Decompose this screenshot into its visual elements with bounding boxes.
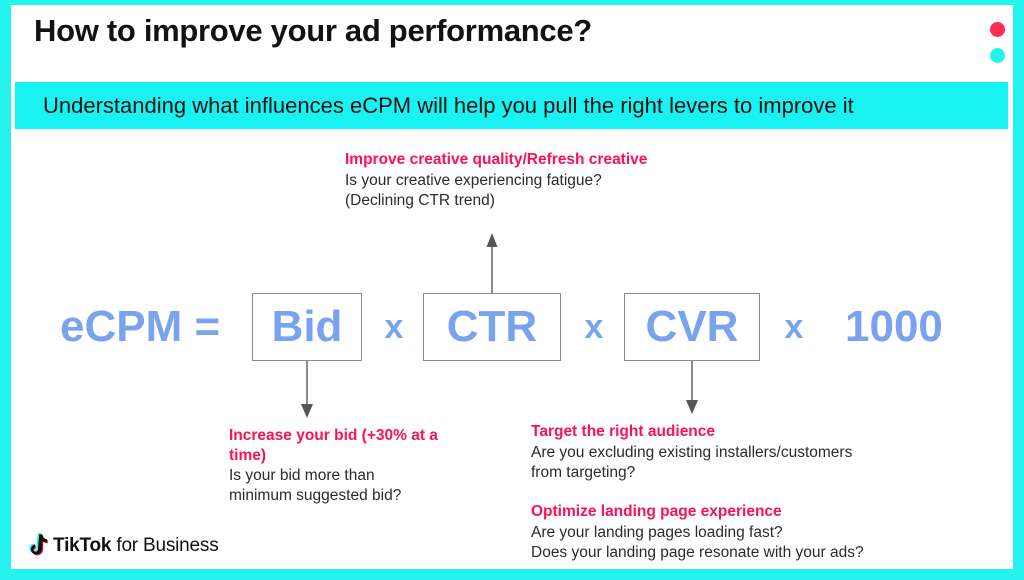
annotation-bid: Increase your bid (+30% at a time) Is yo…: [229, 426, 479, 506]
annotation-audience-heading: Target the right audience: [531, 423, 716, 440]
equation-box-cvr-label: CVR: [645, 302, 739, 351]
annotation-audience-line-1: Are you excluding existing installers/cu…: [531, 443, 853, 461]
logo-suffix: for Business: [111, 535, 219, 556]
tiktok-note-icon: [24, 533, 48, 559]
frame-border-right: [1013, 0, 1024, 580]
annotation-bid-line-1: Is your bid more than: [229, 467, 375, 485]
page-title: How to improve your ad performance?: [34, 13, 592, 48]
annotation-audience: Target the right audience Are you exclud…: [531, 422, 931, 483]
equation-operator-3: x: [784, 308, 804, 346]
annotation-landing-heading: Optimize landing page experience: [531, 503, 782, 520]
annotation-creative-line-1: Is your creative experiencing fatigue?: [345, 171, 602, 189]
annotation-bid-line-2: minimum suggested bid?: [229, 487, 402, 505]
arrow-ctr-up: [486, 233, 498, 293]
annotation-landing-line-1: Are your landing pages loading fast?: [531, 523, 783, 541]
annotation-landing: Optimize landing page experience Are you…: [531, 502, 951, 563]
frame-border-top: [0, 0, 1024, 5]
annotation-landing-line-2: Does your landing page resonate with you…: [531, 543, 864, 561]
subtitle-text: Understanding what influences eCPM will …: [43, 92, 854, 118]
equation-operator-2: x: [584, 308, 604, 346]
logo-brand: TikTok: [53, 535, 112, 556]
frame-border-left: [0, 0, 11, 580]
tiktok-for-business-logo: TikTok for Business: [24, 532, 219, 560]
logo-text: TikTok for Business: [53, 535, 219, 557]
arrow-cvr-down: [686, 361, 698, 414]
ecpm-equation: eCPM = Bid x CTR x CVR x 1000: [0, 293, 1024, 361]
brand-dot-pink-icon: [990, 22, 1005, 37]
equation-box-cvr[interactable]: CVR: [624, 293, 760, 361]
annotation-bid-heading: Increase your bid (+30% at a time): [229, 427, 438, 464]
annotation-creative-heading: Improve creative quality/Refresh creativ…: [345, 151, 648, 168]
subtitle-banner: Understanding what influences eCPM will …: [15, 82, 1008, 129]
brand-dots: [990, 22, 1006, 74]
annotation-audience-line-2: from targeting?: [531, 463, 636, 481]
equation-box-bid-label: Bid: [271, 302, 343, 351]
annotation-creative: Improve creative quality/Refresh creativ…: [345, 150, 675, 211]
brand-dot-cyan-icon: [990, 48, 1005, 63]
arrow-bid-down: [301, 361, 313, 418]
annotation-creative-line-2: (Declining CTR trend): [345, 191, 495, 209]
equation-constant: 1000: [845, 302, 943, 351]
equation-box-ctr-label: CTR: [446, 302, 538, 351]
frame-border-bottom: [0, 569, 1024, 580]
equation-box-ctr[interactable]: CTR: [423, 293, 561, 361]
equation-box-bid[interactable]: Bid: [252, 293, 362, 361]
connector-arrows: [301, 233, 698, 418]
equation-label: eCPM =: [60, 302, 221, 351]
equation-operator-1: x: [384, 308, 404, 346]
